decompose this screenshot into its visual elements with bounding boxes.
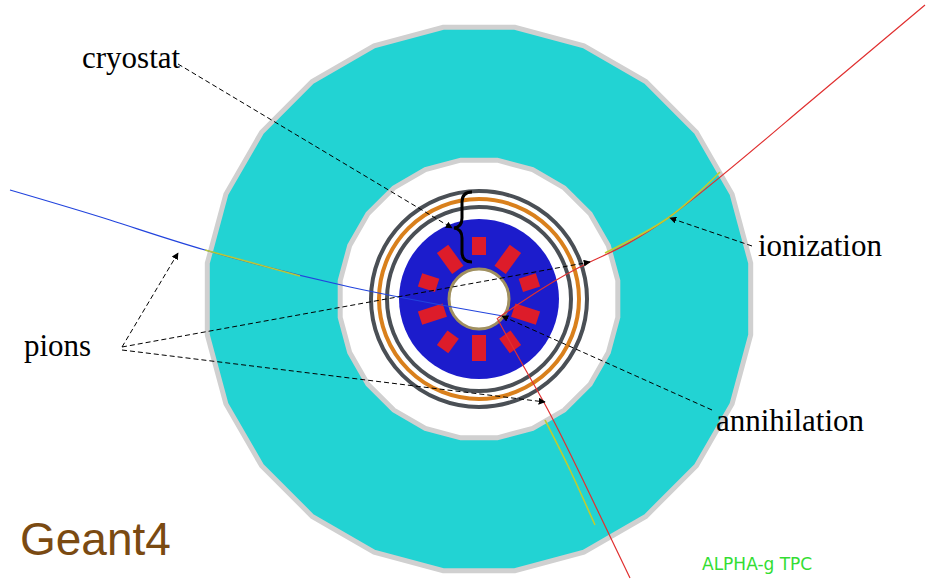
cryostat-outer-wall (371, 191, 587, 407)
magnet-body (399, 219, 559, 379)
coil-block (418, 273, 439, 292)
cryostat-brace (454, 192, 472, 262)
process-label: annihilation (716, 405, 864, 436)
part-label: cryostat (82, 42, 180, 73)
magnet-coils (418, 237, 540, 361)
leader-line (502, 316, 712, 410)
pion-track (497, 318, 630, 578)
tpc-ring (207, 27, 750, 570)
coil-block (418, 303, 447, 324)
coil-block (437, 330, 459, 353)
cryostat-inner-wall (387, 207, 571, 391)
process-label: ionization (758, 230, 882, 261)
coil-block (472, 335, 486, 361)
ionization-segment (205, 250, 300, 276)
leader-line (670, 218, 752, 246)
leader-line (122, 350, 545, 402)
coil-block (494, 245, 521, 274)
detector-watermark: ALPHA-g TPC (702, 556, 812, 573)
ionization-segment (545, 420, 595, 525)
ionization-segment (605, 172, 720, 253)
coil-block (472, 237, 486, 255)
leader-line (122, 253, 178, 347)
pion-track (498, 5, 925, 318)
coil-block (519, 273, 540, 292)
pion-track (10, 190, 503, 316)
particle-label: pions (24, 330, 91, 361)
leader-line (122, 262, 590, 347)
software-watermark: Geant4 (20, 516, 171, 562)
coil-block (437, 245, 464, 274)
leader-line (178, 64, 452, 228)
